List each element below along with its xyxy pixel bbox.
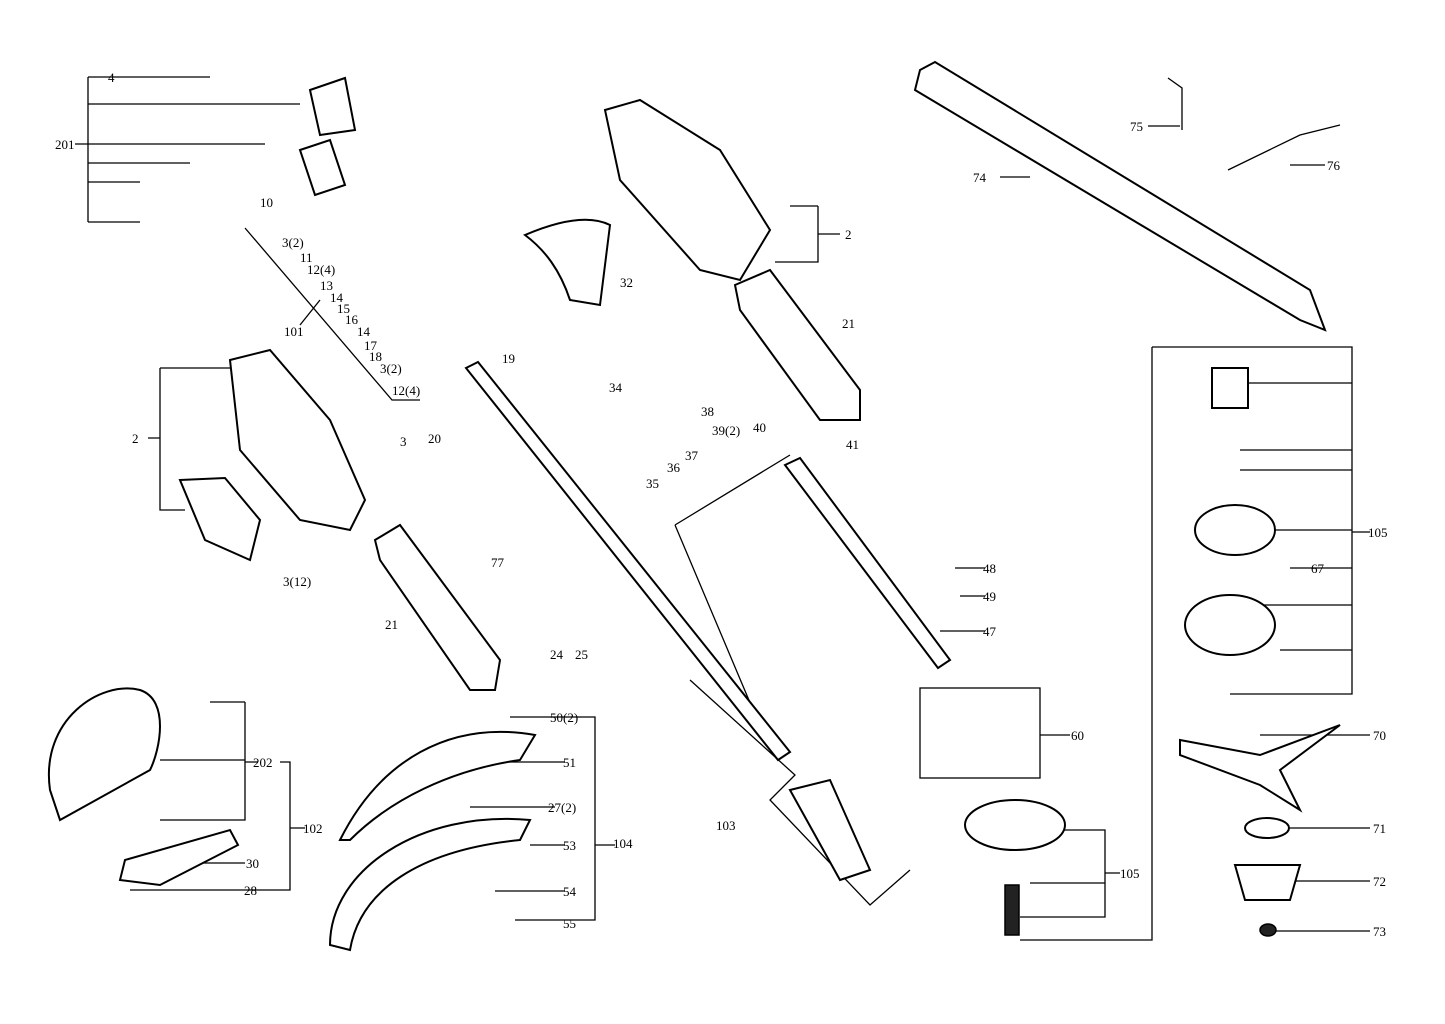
callout-label: 41 (846, 437, 859, 452)
callout-label: 32 (620, 275, 633, 290)
callout-label: 2 (845, 227, 852, 242)
callout-label: 14 (330, 290, 343, 305)
callout-label: 36 (667, 460, 680, 475)
gearbox-box (919, 687, 1041, 779)
aux-handle (47, 687, 161, 822)
callout-label: 76 (1327, 158, 1340, 173)
spool (1194, 504, 1276, 556)
aux-handle-bracket (118, 828, 240, 887)
callout-label: 19 (502, 351, 515, 366)
callout-label: 67 (1311, 561, 1324, 576)
callout-label: 11 (300, 250, 313, 265)
callout-label: 12(4) (392, 383, 421, 398)
spool-housing (1184, 594, 1276, 656)
callout-label: 74 (973, 170, 986, 185)
callout-label: 21 (842, 316, 855, 331)
callout-label: 72 (1373, 874, 1386, 889)
callout-label: 40 (753, 420, 766, 435)
washer (1244, 817, 1290, 839)
callout-label: 38 (701, 404, 714, 419)
callout-label: 102 (303, 821, 323, 836)
callout-label: 3(12) (283, 574, 312, 589)
blade-cup (1233, 864, 1302, 901)
callout-label: 101 (284, 324, 304, 339)
housing-right (603, 98, 772, 282)
callout-label: 54 (563, 884, 576, 899)
callout-label: 104 (613, 836, 633, 851)
trigger-cover (523, 218, 612, 307)
callout-label: 105 (1368, 525, 1388, 540)
callout-label: 49 (983, 589, 996, 604)
callout-label: 4 (108, 70, 115, 85)
callout-label: 24 (550, 647, 563, 662)
callout-label: 18 (369, 349, 382, 364)
callout-label: 3 (400, 434, 407, 449)
callout-label: 17 (364, 338, 377, 353)
callout-label: 15 (337, 301, 350, 316)
callout-label: 14 (357, 324, 370, 339)
callout-label: 71 (1373, 821, 1386, 836)
callout-label: 73 (1373, 924, 1386, 939)
callout-label: 21 (385, 617, 398, 632)
spring (1004, 884, 1020, 936)
nut (1259, 923, 1277, 937)
spool-cap (1211, 367, 1249, 409)
callout-label: 55 (563, 916, 576, 931)
callout-label: 28 (244, 883, 257, 898)
motor (298, 138, 347, 197)
callout-label: 202 (253, 755, 273, 770)
callout-label: 3(2) (380, 361, 402, 376)
housing-left (228, 348, 367, 532)
callout-label: 50(2) (550, 710, 579, 725)
hex-key (1167, 77, 1183, 130)
callout-label: 30 (246, 856, 259, 871)
spanner (1227, 124, 1341, 171)
callout-label: 25 (575, 647, 588, 662)
blade (1179, 724, 1341, 813)
callout-label: 39(2) (712, 423, 741, 438)
lower-handle (373, 523, 502, 691)
callout-label: 34 (609, 380, 622, 395)
callout-label: 70 (1373, 728, 1386, 743)
handle-grip (733, 268, 861, 421)
battery-terminal (308, 76, 357, 137)
callout-label: 53 (563, 838, 576, 853)
callout-label: 48 (983, 561, 996, 576)
callout-label: 103 (716, 818, 736, 833)
coupler (788, 778, 872, 882)
callout-label: 10 (260, 195, 273, 210)
callout-label: 13 (320, 278, 333, 293)
callout-label: 16 (345, 312, 358, 327)
side-cover (178, 476, 262, 562)
callout-label: 51 (563, 755, 576, 770)
shoulder-strap (913, 60, 1327, 332)
callout-label: 27(2) (548, 800, 577, 815)
drive-shaft (464, 360, 952, 762)
callout-label: 77 (491, 555, 504, 570)
callout-label: 201 (55, 137, 75, 152)
callout-label: 47 (983, 624, 996, 639)
callout-label: 75 (1130, 119, 1143, 134)
callout-label: 12(4) (307, 262, 336, 277)
callout-label: 105 (1120, 866, 1140, 881)
callout-label: 3(2) (282, 235, 304, 250)
spool-base (964, 799, 1066, 851)
callout-label: 2 (132, 431, 139, 446)
callout-label: 60 (1071, 728, 1084, 743)
guard-lower (328, 817, 532, 952)
callout-label: 20 (428, 431, 441, 446)
callout-label: 37 (685, 448, 698, 463)
callout-label: 35 (646, 476, 659, 491)
guard-upper (338, 730, 537, 841)
